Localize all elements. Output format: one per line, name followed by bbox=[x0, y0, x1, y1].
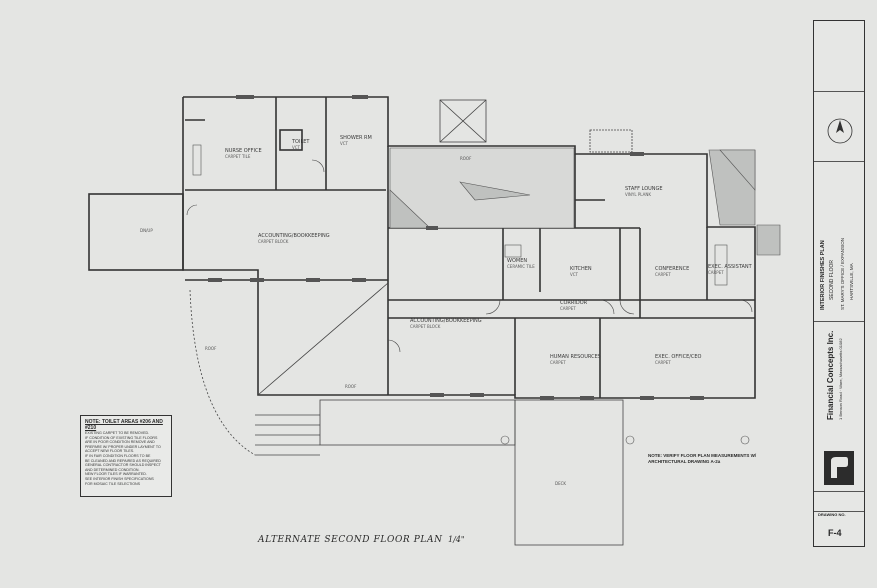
room-label-women: WOMEN CERAMIC TILE bbox=[507, 258, 535, 269]
svg-text:ROOF: ROOF bbox=[460, 156, 472, 161]
svg-text:ROOF: ROOF bbox=[345, 384, 357, 389]
room-label-accounting-2: ACCOUNTING/BOOKKEEPING CARPET BLOCK bbox=[410, 318, 482, 329]
svg-text:DN/UP: DN/UP bbox=[140, 228, 153, 233]
building-walls bbox=[88, 96, 756, 399]
project-name: ST. MARY'S OFFICE / EXPANSION bbox=[840, 238, 845, 310]
room-label-toilet: TOILET VCT bbox=[292, 139, 310, 150]
door-swings bbox=[186, 159, 753, 353]
drawing-number: F-4 bbox=[828, 528, 842, 538]
room-label-exec-office: EXEC. OFFICE/CEO CARPET bbox=[655, 354, 702, 365]
project-city: HARTSVILLE, MA bbox=[849, 263, 854, 300]
title-block bbox=[813, 20, 865, 547]
plan-subtitle: SECOND FLOOR bbox=[829, 259, 835, 300]
room-label-exec-assistant: EXEC. ASSISTANT CARPET bbox=[708, 264, 752, 275]
room-label-corridor: CORRIDOR CARPET bbox=[560, 300, 588, 311]
room-label-accounting-1: ACCOUNTING/BOOKKEEPING CARPET BLOCK bbox=[258, 233, 330, 244]
room-label-shower: SHOWER RM VCT bbox=[340, 135, 372, 146]
window-marks bbox=[208, 95, 704, 400]
room-label-human-resources: HUMAN RESOURCES CARPET bbox=[550, 354, 601, 365]
company-logo-icon bbox=[824, 451, 854, 485]
toilet-areas-note: NOTE: TOILET AREAS #206 AND #210 EXISTIN… bbox=[80, 415, 172, 497]
company-address: 1 Benson Road · Ware, Massachusetts 0108… bbox=[838, 338, 843, 420]
company-name: Financial Concepts Inc. bbox=[826, 330, 835, 420]
verify-measurements-note: NOTE: VERIFY FLOOR PLAN MEASUREMENTS W/ … bbox=[648, 453, 757, 464]
room-label-nurse-office: NURSE OFFICE CARPET TILE bbox=[225, 148, 262, 159]
roof-areas bbox=[389, 147, 781, 256]
drawing-number-label: DRAWING NO. bbox=[818, 512, 846, 517]
north-arrow-icon bbox=[827, 118, 853, 144]
plan-title: INTERIOR FINISHES PLAN bbox=[820, 240, 826, 310]
svg-text:ROOF: ROOF bbox=[205, 346, 217, 351]
svg-text:DECK: DECK bbox=[555, 481, 566, 486]
room-label-staff-lounge: STAFF LOUNGE VINYL PLANK bbox=[625, 186, 663, 197]
room-label-kitchen: KITCHEN VCT bbox=[570, 266, 592, 277]
drawing-title: ALTERNATE SECOND FLOOR PLAN bbox=[258, 535, 443, 545]
lower-terrace bbox=[189, 99, 633, 546]
drawing-scale: 1/4" bbox=[448, 535, 465, 544]
room-label-conference: CONFERENCE CARPET bbox=[655, 266, 690, 277]
